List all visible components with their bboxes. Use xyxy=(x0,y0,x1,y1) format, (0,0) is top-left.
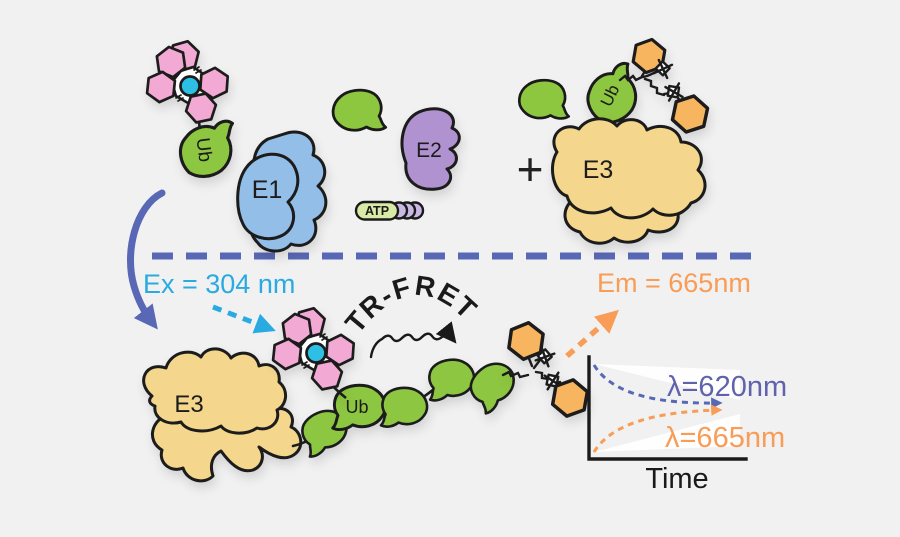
fret-squiggly-arrow xyxy=(369,321,457,359)
europium-cryptate-icon xyxy=(146,38,228,126)
linker-zigzag xyxy=(618,74,644,82)
excitation-dashed-arrow xyxy=(212,304,276,334)
e2-label: E2 xyxy=(416,139,442,162)
donor-decay-curve xyxy=(592,364,723,409)
excitation-curved-arrow xyxy=(127,189,166,330)
chart-axes xyxy=(587,355,748,461)
emission-dashed-arrow xyxy=(565,309,619,359)
e3-enzyme-bottom: E3 xyxy=(142,347,303,483)
e3-label-bottom: E3 xyxy=(174,391,203,418)
excitation-label: Ex = 304 nm xyxy=(143,269,295,299)
e1-label: E1 xyxy=(252,176,283,204)
e2-enzyme: E2 xyxy=(400,107,461,191)
atp-pill xyxy=(354,200,400,221)
europium-cryptate-icon xyxy=(272,305,354,393)
chain-ub-label: Ub xyxy=(345,397,368,417)
linker-zigzag xyxy=(501,370,530,379)
donor-ub-label: Ub xyxy=(192,137,216,164)
ubiquitin-icon xyxy=(379,386,429,428)
plus-sign: + xyxy=(517,143,544,195)
atp-molecule: ATP xyxy=(354,200,425,221)
emission-label: Em = 665nm xyxy=(597,268,751,298)
inset-time-chart: λ=620nm λ=665nm Time xyxy=(587,355,787,495)
donor-cryptate-ub-complex: Ub xyxy=(146,38,234,179)
poly-ubiquitin-chain: Ub xyxy=(291,354,525,460)
beam-highlight xyxy=(594,414,740,452)
europium-core-icon xyxy=(179,75,201,97)
e3-blob-main xyxy=(551,117,707,220)
acceptor-ub-complex: Ub xyxy=(578,35,712,138)
beam-highlight xyxy=(594,364,740,400)
e1-enzyme: E1 xyxy=(236,130,328,253)
e1-blob-front xyxy=(236,152,300,240)
acceptor-rise-curve xyxy=(592,404,723,453)
product-cryptate-donor xyxy=(272,305,354,400)
product-acceptor-arm xyxy=(501,318,591,421)
linker-lines xyxy=(526,354,569,396)
e2-blob xyxy=(400,107,461,191)
e3-enzyme-top: E3 xyxy=(551,117,707,245)
time-axis-label: Time xyxy=(645,463,708,495)
acceptor-rise-label: λ=665nm xyxy=(665,422,785,454)
e3-label-top: E3 xyxy=(583,156,614,184)
e3-blob-main xyxy=(142,347,287,435)
europium-core-icon xyxy=(305,342,327,364)
atp-label: ATP xyxy=(365,204,389,218)
donor-decay-label: λ=620nm xyxy=(667,371,787,403)
